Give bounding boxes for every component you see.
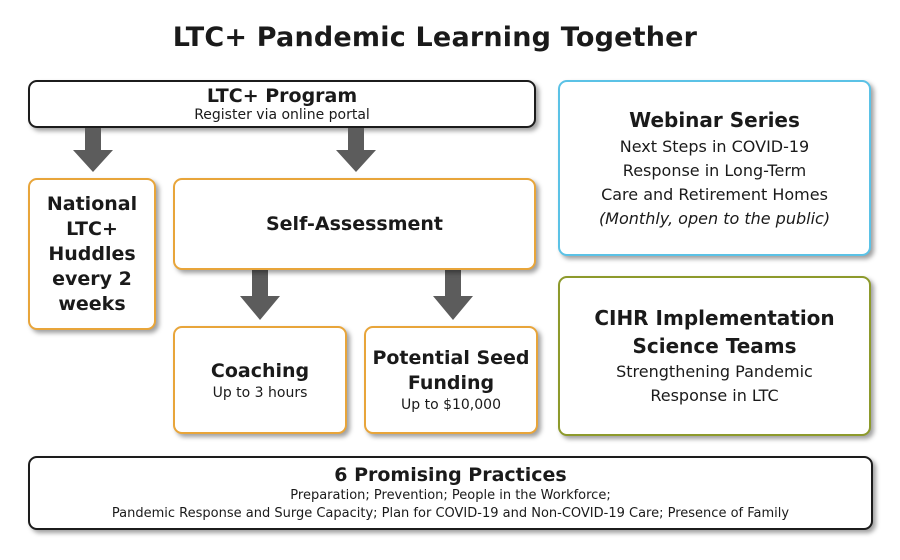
webinar-series-box: Webinar Series Next Steps in COVID-19 Re… [558, 80, 871, 256]
seed-title-line-1: Potential Seed [372, 347, 530, 369]
arrow-to-coaching [240, 270, 280, 320]
practices-line-1: Preparation; Prevention; People in the W… [290, 488, 611, 503]
arrow-to-huddles [73, 128, 113, 172]
seed-subtitle: Up to $10,000 [401, 397, 501, 413]
arrow-to-seed-funding [433, 270, 473, 320]
practices-title: 6 Promising Practices [334, 464, 567, 486]
coaching-box: Coaching Up to 3 hours [173, 326, 347, 434]
webinar-title: Webinar Series [629, 108, 800, 132]
huddles-line-1: National [46, 192, 138, 215]
program-title: LTC+ Program [206, 85, 358, 107]
ltc-program-box: LTC+ Program Register via online portal [28, 80, 536, 128]
webinar-line-4: (Monthly, open to the public) [598, 209, 831, 228]
cihr-line-2: Response in LTC [650, 386, 779, 405]
webinar-line-3: Care and Retirement Homes [601, 185, 828, 204]
self-assessment-box: Self-Assessment [173, 178, 536, 270]
diagram-title: LTC+ Pandemic Learning Together [172, 22, 698, 53]
self-assessment-title: Self-Assessment [265, 212, 444, 235]
huddles-box: National LTC+ Huddles every 2 weeks [28, 178, 156, 330]
webinar-line-2: Response in Long-Term [622, 161, 807, 180]
cihr-line-1: Strengthening Pandemic [616, 362, 813, 381]
webinar-line-1: Next Steps in COVID-19 [619, 137, 810, 156]
cihr-box: CIHR Implementation Science Teams Streng… [558, 276, 871, 436]
coaching-title: Coaching [210, 359, 310, 382]
huddles-line-3: Huddles [48, 242, 136, 265]
huddles-line-4: every 2 [52, 267, 132, 290]
seed-title-line-2: Funding [407, 372, 495, 394]
practices-line-2: Pandemic Response and Surge Capacity; Pl… [111, 506, 790, 521]
promising-practices-box: 6 Promising Practices Preparation; Preve… [28, 456, 873, 530]
cihr-title-line-1: CIHR Implementation [594, 306, 835, 330]
huddles-line-2: LTC+ [66, 217, 118, 240]
coaching-subtitle: Up to 3 hours [212, 384, 308, 401]
seed-funding-box: Potential Seed Funding Up to $10,000 [364, 326, 538, 434]
cihr-title-line-2: Science Teams [632, 334, 797, 358]
huddles-line-5: weeks [58, 292, 126, 315]
arrow-to-self-assessment [336, 128, 376, 172]
program-subtitle: Register via online portal [194, 107, 370, 123]
